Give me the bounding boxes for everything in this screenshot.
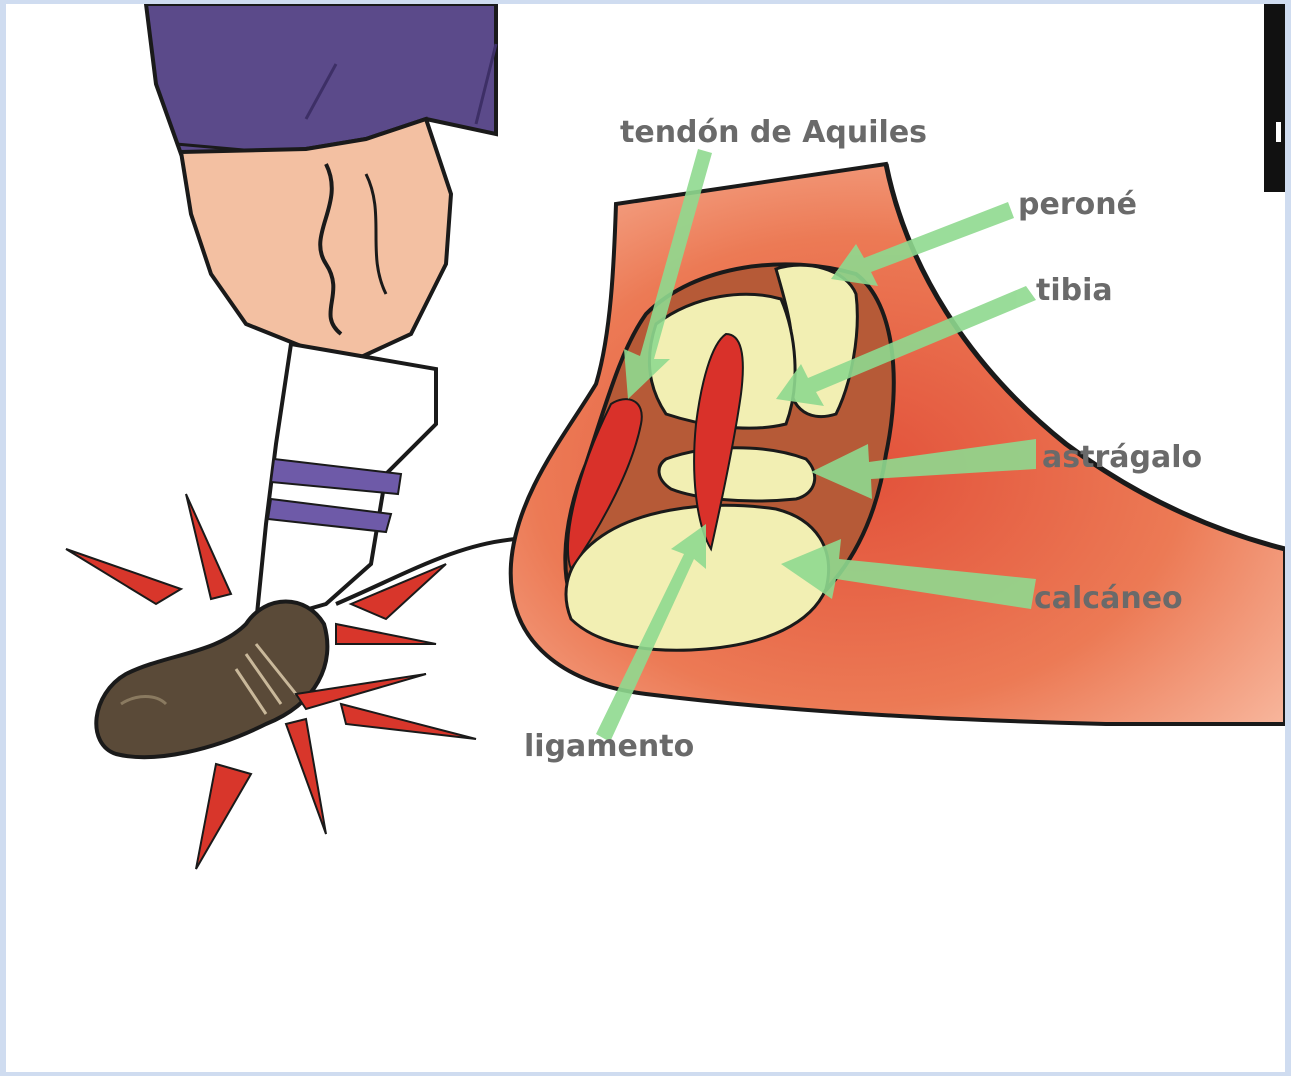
- talus-bone: [659, 448, 815, 501]
- diagram-frame: tendón de Aquiles peroné tibia astrágalo…: [6, 4, 1285, 1072]
- label-tibia: tibia: [1036, 273, 1113, 308]
- label-talus: astrágalo: [1042, 440, 1202, 475]
- label-ligament: ligamento: [524, 729, 694, 764]
- edge-bar: [1264, 4, 1285, 192]
- label-calcaneus: calcáneo: [1034, 581, 1183, 616]
- thigh: [181, 119, 451, 364]
- ankle-injury-illustration: tendón de Aquiles peroné tibia astrágalo…: [6, 4, 1285, 1072]
- shorts: [146, 4, 496, 154]
- label-fibula: peroné: [1018, 187, 1137, 222]
- label-achilles: tendón de Aquiles: [620, 115, 927, 150]
